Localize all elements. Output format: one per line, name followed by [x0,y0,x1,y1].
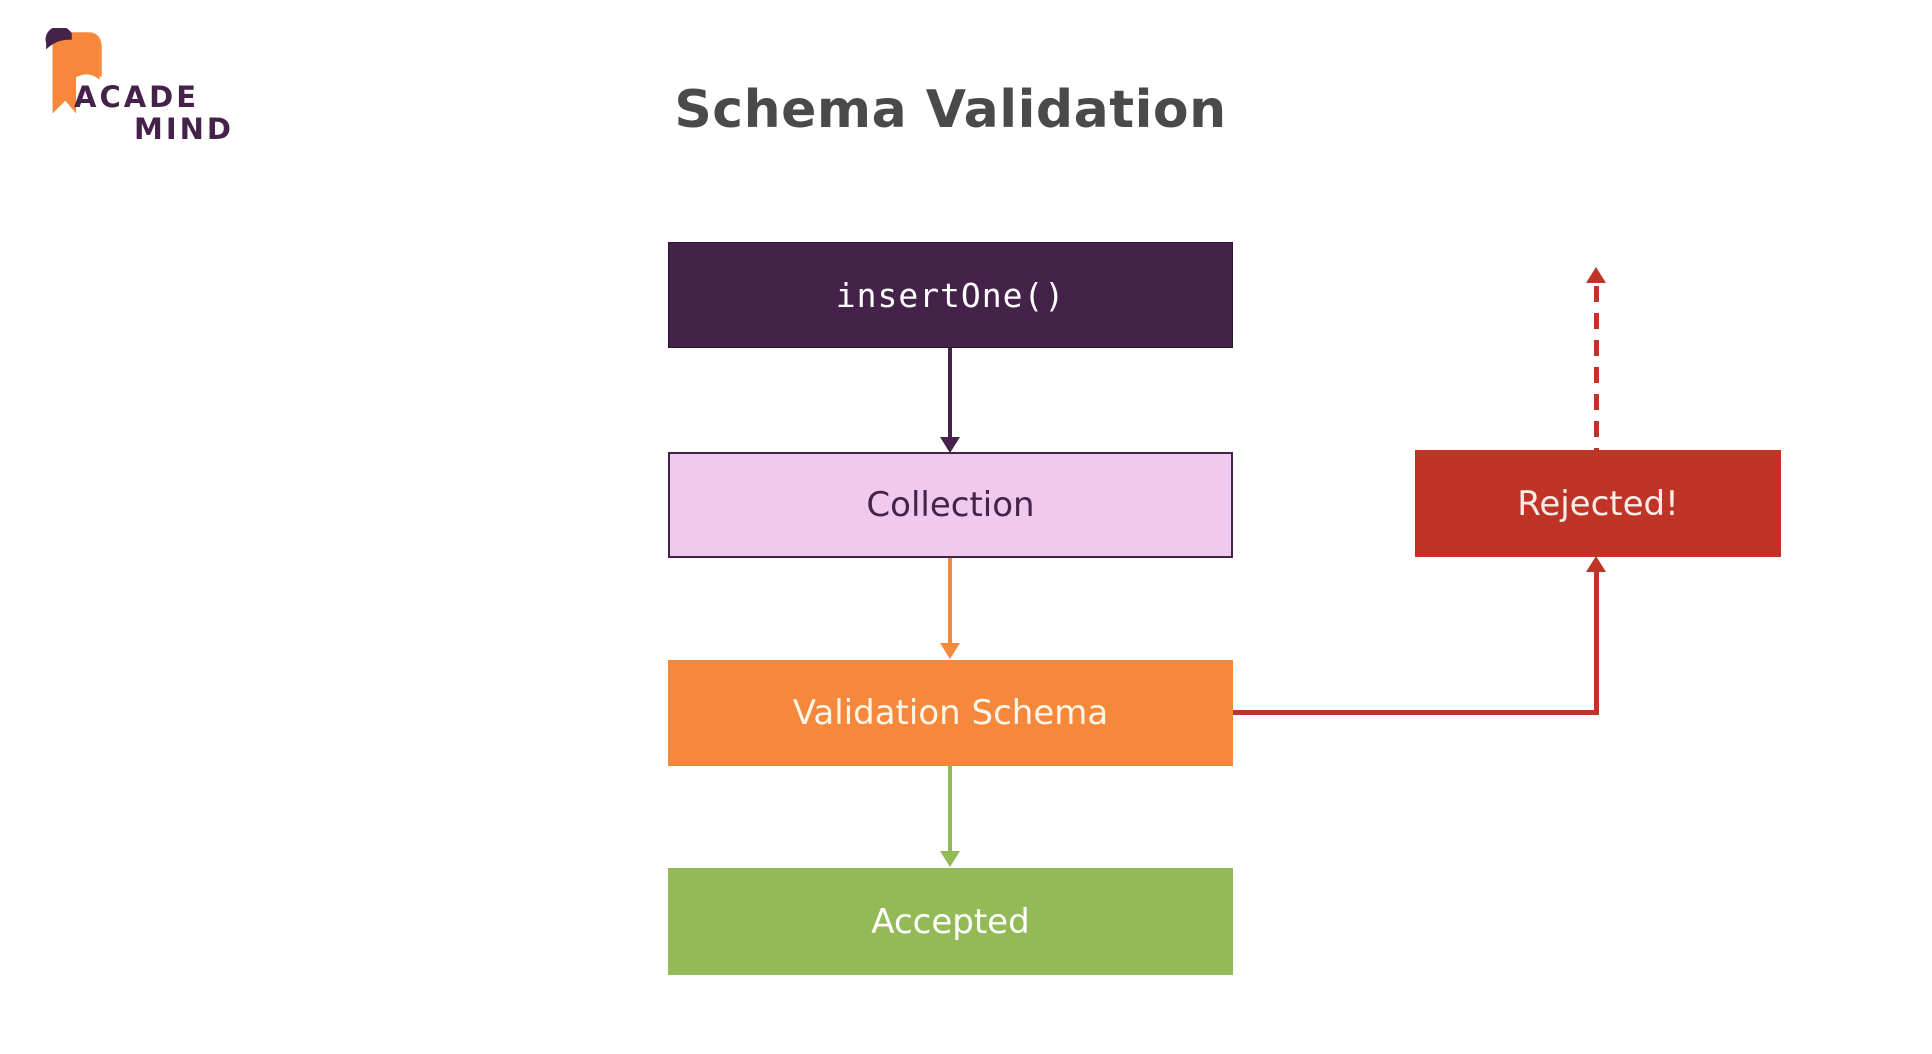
edge-validation-to-rejected-vertical [1594,570,1599,715]
edge-validation-to-rejected-horizontal [1233,710,1597,715]
logo-text-acade: ACADE [74,80,200,114]
node-validation-schema-label: Validation Schema [792,693,1109,733]
arrowhead-down-orange-icon [940,643,960,659]
node-collection: Collection [668,452,1233,558]
academind-ribbon-icon [45,28,102,114]
edge-rejected-dashed-up [1594,286,1599,450]
logo-text-mind: MIND [134,112,234,146]
node-validation-schema: Validation Schema [668,660,1233,766]
edge-validation-to-accepted [948,766,952,852]
node-rejected-label: Rejected! [1517,483,1679,524]
node-accepted-label: Accepted [871,901,1030,942]
node-accepted: Accepted [668,868,1233,975]
arrowhead-down-green-icon [940,851,960,867]
node-insertone-label: insertOne() [835,275,1066,315]
page-title: Schema Validation [674,80,1227,140]
node-rejected: Rejected! [1415,450,1781,557]
edge-collection-to-validation [948,558,952,644]
node-collection-label: Collection [866,485,1035,525]
edge-insertone-to-collection [948,348,952,438]
arrowhead-up-red-dashed-icon [1586,267,1606,283]
node-insertone: insertOne() [668,242,1233,348]
arrowhead-up-red-icon [1586,556,1606,572]
academind-logo: ACADE MIND [44,24,274,154]
arrowhead-down-purple-icon [940,437,960,453]
